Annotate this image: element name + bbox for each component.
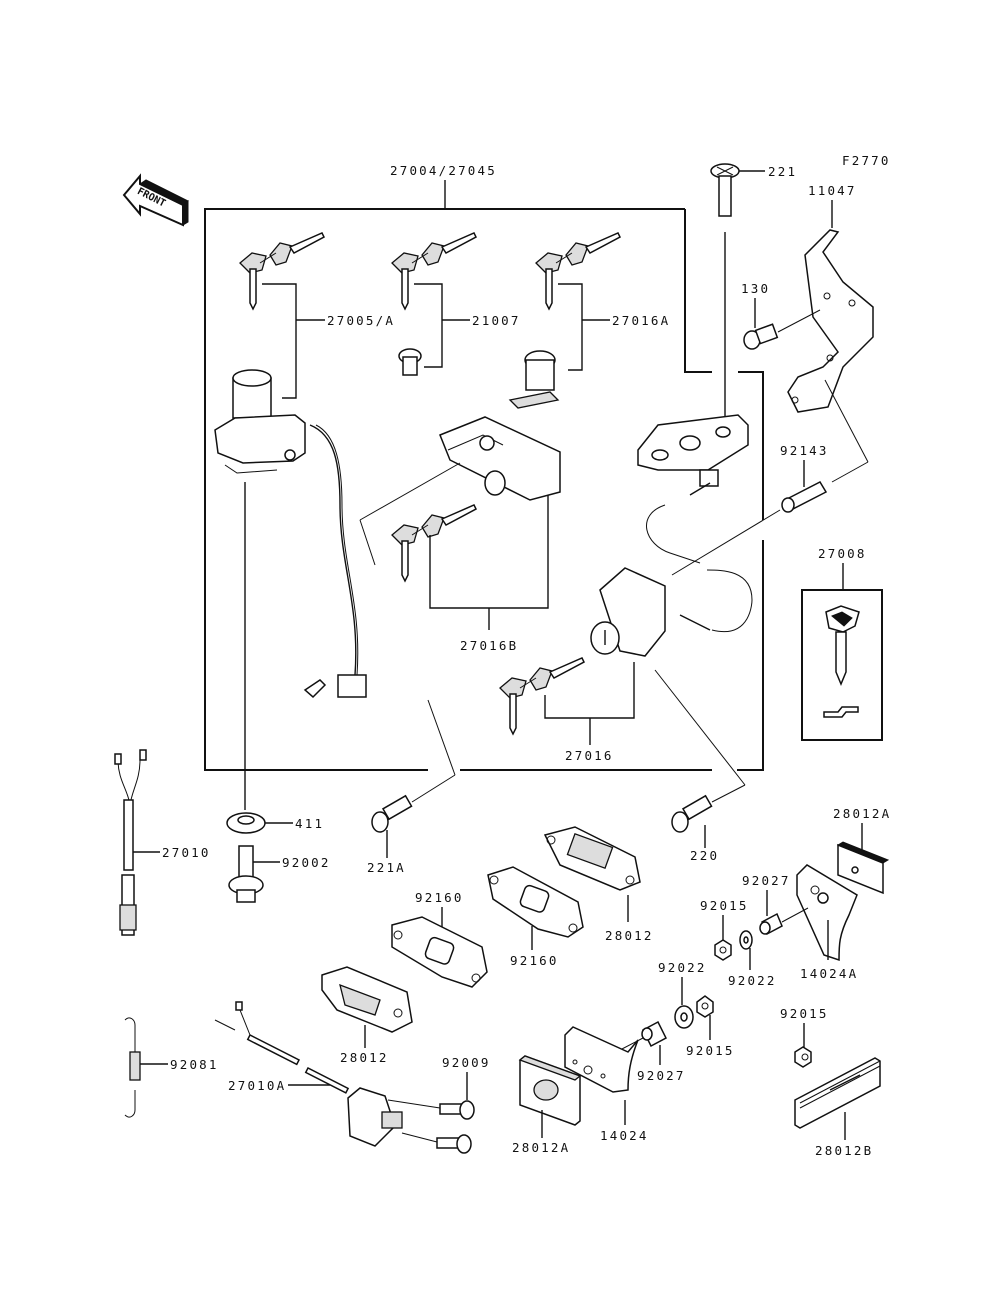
label-27010: 27010: [162, 845, 211, 860]
label-27016a: 27016A: [612, 313, 670, 328]
key-blank-27008: [801, 589, 883, 741]
collar-92027-bottom: [641, 1020, 667, 1048]
seat-lock-27016a: [508, 350, 560, 409]
label-92160-1: 92160: [415, 890, 464, 905]
label-92027-top: 92027: [742, 873, 791, 888]
key-pair-21007: [391, 232, 477, 310]
figure-code: F2770: [842, 153, 891, 168]
label-130: 130: [741, 281, 770, 296]
label-27004-27045: 27004/27045: [390, 163, 497, 178]
label-28012b: 28012B: [815, 1143, 873, 1158]
nut-92015-b: [696, 995, 714, 1018]
label-27016b: 27016B: [460, 638, 518, 653]
reflector-28012-bottom: [321, 966, 413, 1033]
nut-92015-c: [794, 1046, 812, 1068]
key-pair-27016a: [535, 232, 621, 310]
gasket-92160-1: [391, 916, 488, 988]
label-92022-a: 92022: [658, 960, 707, 975]
bracket-14024: [564, 1026, 639, 1093]
label-92009: 92009: [442, 1055, 491, 1070]
main-assembly-frame: [204, 208, 764, 771]
lock-cap-21007: [398, 348, 422, 376]
bolt-130: [743, 309, 821, 350]
switch-27010: [114, 749, 147, 936]
collar-92143: [781, 481, 828, 513]
nut-92015-a: [714, 939, 732, 961]
label-27005a: 27005/A: [327, 313, 395, 328]
washer-411: [226, 812, 266, 834]
lock-base-plate: [637, 414, 749, 564]
label-221a: 221A: [367, 860, 406, 875]
label-92015-b: 92015: [686, 1043, 735, 1058]
screw-220: [671, 794, 713, 833]
label-92022-b: 92022: [728, 973, 777, 988]
label-92015-c: 92015: [780, 1006, 829, 1021]
label-27010a: 27010A: [228, 1078, 286, 1093]
reflector-28012-top: [543, 826, 641, 891]
label-28012-top: 28012: [605, 928, 654, 943]
ignition-switch: [214, 369, 367, 699]
label-28012a-top: 28012A: [833, 806, 891, 821]
label-92015-a: 92015: [700, 898, 749, 913]
bracket-14024a: [796, 864, 858, 962]
label-21007: 21007: [472, 313, 521, 328]
front-arrow-icon: FRONT: [122, 173, 189, 227]
key-pair-27016: [499, 657, 585, 735]
label-14024: 14024: [600, 1128, 649, 1143]
washer-92022-b: [739, 930, 753, 950]
screw-92009-a: [439, 1100, 475, 1120]
label-92027-bottom: 92027: [637, 1068, 686, 1083]
label-92081: 92081: [170, 1057, 219, 1072]
screw-221: [710, 163, 740, 217]
label-92002: 92002: [282, 855, 331, 870]
label-220: 220: [690, 848, 719, 863]
screw-221a: [371, 794, 413, 833]
gasket-92160-2: [487, 866, 584, 938]
helmet-lock-27016b: [439, 416, 561, 501]
label-92143: 92143: [780, 443, 829, 458]
label-27016: 27016: [565, 748, 614, 763]
label-27008: 27008: [818, 546, 867, 561]
reflector-28012a-top: [836, 841, 890, 895]
label-28012a-bottom: 28012A: [512, 1140, 570, 1155]
label-14024a: 14024A: [800, 966, 858, 981]
label-411: 411: [295, 816, 324, 831]
reflector-28012b: [794, 1057, 881, 1129]
key-pair-27016b: [391, 504, 477, 582]
label-92160-2: 92160: [510, 953, 559, 968]
reflector-28012a-bottom: [518, 1055, 582, 1126]
key-pair-27005: [239, 232, 325, 310]
spring-92081: [124, 1017, 141, 1118]
collar-92027-top: [759, 912, 783, 936]
label-11047: 11047: [808, 183, 857, 198]
switch-27010a: [214, 1001, 403, 1147]
label-221: 221: [768, 164, 797, 179]
seat-lock-27016: [590, 567, 753, 657]
bracket-11047: [787, 229, 874, 413]
screw-92009-b: [436, 1134, 472, 1154]
label-28012-bottom: 28012: [340, 1050, 389, 1065]
washer-92022-a: [674, 1005, 694, 1029]
bolt-92002: [228, 845, 264, 903]
